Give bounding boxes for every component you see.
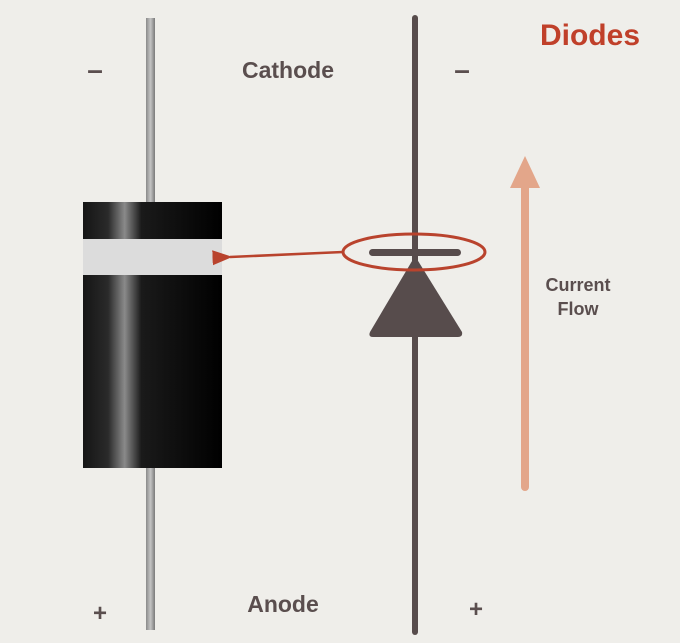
title: Diodes (540, 19, 640, 52)
anode-triangle (369, 256, 463, 337)
cathode-bar (369, 249, 461, 256)
pointer-arrow (212, 250, 344, 266)
cathode-label: Cathode (242, 57, 334, 83)
cathode-band (83, 239, 222, 275)
anode-label: Anode (247, 591, 319, 617)
minus-sign-right: – (454, 54, 470, 85)
plus-sign-right: + (469, 596, 483, 623)
current-flow-arrowhead (510, 156, 540, 188)
current-flow-label-1: Current (545, 275, 610, 295)
current-flow-label-2: Flow (558, 299, 600, 319)
minus-sign-left: – (87, 54, 103, 85)
plus-sign-left: + (93, 600, 107, 627)
